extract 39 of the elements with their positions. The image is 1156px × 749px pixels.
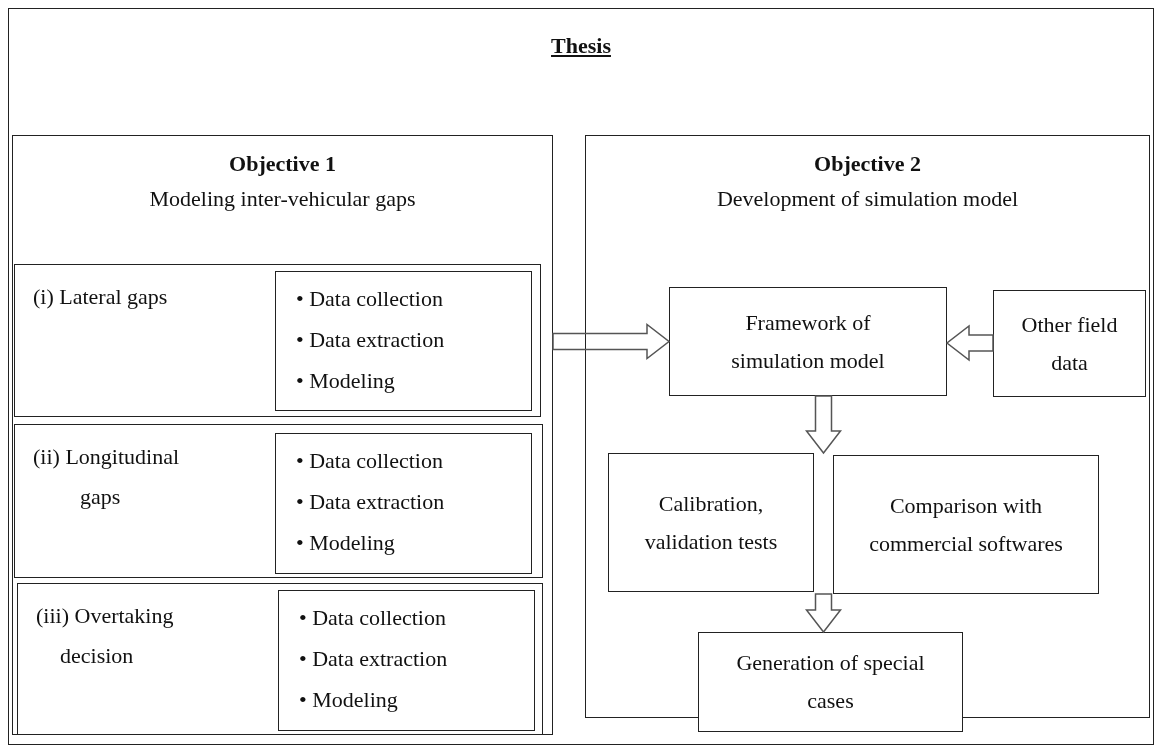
process-box [993, 290, 1146, 397]
list-item: • Data extraction [299, 645, 448, 673]
box-text: Calibration, validation tests [643, 489, 779, 556]
box-text: Generation of special cases [735, 649, 926, 715]
list-item: • Data extraction [296, 326, 445, 354]
box-text: Other field data [1020, 310, 1119, 377]
box-text: Comparison with commercial softwares [868, 491, 1064, 558]
block-arrow [804, 593, 843, 634]
objective-panel [12, 135, 553, 735]
panel-heading: Objective 1 [229, 150, 336, 178]
panel-subtitle: Development of simulation model [716, 185, 1019, 213]
list-item: • Data collection [296, 447, 443, 475]
list-item: • Modeling [296, 529, 395, 557]
steps-box [275, 271, 532, 411]
list-item: • Modeling [299, 686, 398, 714]
block-arrow [804, 395, 843, 455]
process-box [698, 632, 963, 732]
task-label: (i) Lateral gaps [33, 283, 169, 311]
task-box [17, 583, 543, 735]
panel-subtitle: Modeling inter-vehicular gaps [149, 185, 416, 213]
list-item: • Data extraction [296, 488, 445, 516]
block-arrow [552, 322, 671, 361]
process-box [669, 287, 947, 396]
list-item: • Modeling [296, 367, 395, 395]
frame-heading: Thesis [551, 32, 611, 60]
steps-box [275, 433, 532, 574]
process-box [833, 455, 1099, 594]
task-label: (ii) Longitudinal gaps [33, 443, 181, 511]
panel-heading: Objective 2 [814, 150, 921, 178]
block-arrow [945, 324, 994, 362]
thesis-frame [8, 8, 1154, 745]
task-label: (iii) Overtaking decision [36, 602, 175, 670]
task-box [14, 424, 543, 578]
list-item: • Data collection [296, 285, 443, 313]
list-item: • Data collection [299, 604, 446, 632]
steps-box [278, 590, 535, 731]
box-text: Framework of simulation model [730, 308, 886, 375]
task-box [14, 264, 541, 417]
process-box [608, 453, 814, 592]
